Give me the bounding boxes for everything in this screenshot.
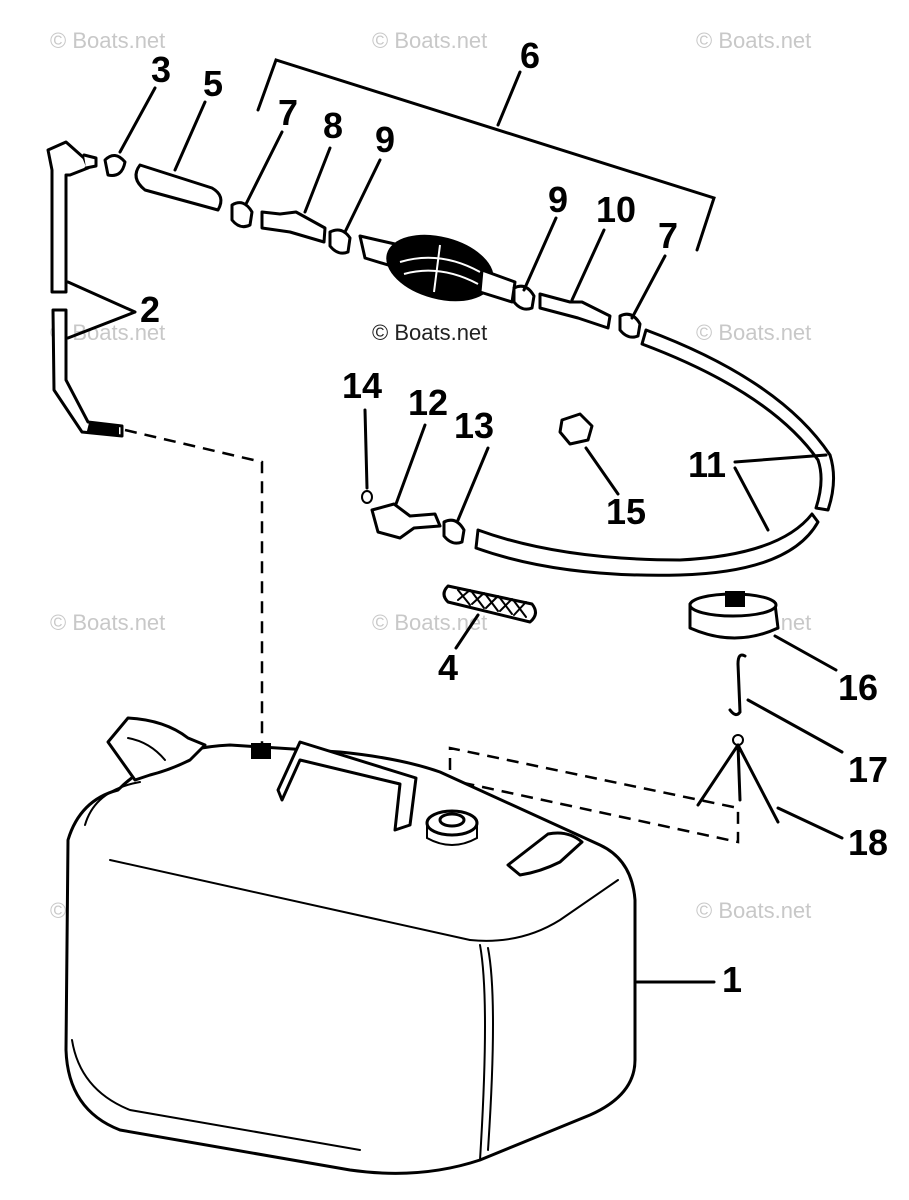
- leader-4: [454, 613, 480, 650]
- leader-10: [570, 228, 606, 302]
- hose-part-5: [134, 163, 223, 212]
- vent-fitting: [251, 743, 271, 759]
- callout-5: 5: [203, 63, 223, 104]
- clamp-part-7b: [618, 312, 642, 339]
- leader-9a: [343, 158, 382, 234]
- callout-4: 4: [438, 647, 458, 688]
- leader-14: [363, 408, 369, 490]
- clamp-part-9b: [512, 284, 536, 311]
- callout-3: 3: [151, 49, 171, 90]
- hose-part-11-lower: [474, 512, 820, 577]
- leader-7b: [630, 254, 667, 320]
- clamp-part-13: [442, 518, 466, 545]
- connector-part-8: [260, 210, 327, 244]
- leader-11: [733, 453, 828, 532]
- leader-13: [456, 446, 490, 522]
- fuel-tank: [64, 716, 637, 1175]
- connector-part-10: [538, 292, 612, 330]
- leader-15: [584, 446, 620, 496]
- callout-2: 2: [140, 289, 160, 330]
- callout-18: 18: [848, 822, 888, 863]
- leader-12: [394, 423, 427, 506]
- hose-part-11-upper: [640, 328, 835, 512]
- leader-18: [776, 806, 844, 840]
- watermark-top-center: © Boats.net: [372, 28, 487, 53]
- watermark-center: © Boats.net: [372, 320, 487, 345]
- callout-16: 16: [838, 667, 878, 708]
- callout-14: 14: [342, 365, 382, 406]
- clip-part-3: [103, 154, 127, 177]
- leader-2: [66, 280, 137, 340]
- watermark-mid-right: © Boats.net: [696, 320, 811, 345]
- callout-17: 17: [848, 749, 888, 790]
- leader-7a: [244, 130, 284, 206]
- callout-7a: 7: [278, 92, 298, 133]
- pickup-tube-dashed-line: [124, 428, 264, 752]
- oring-part-14: [361, 490, 373, 504]
- connector-part-12: [370, 502, 442, 540]
- callout-12: 12: [408, 382, 448, 423]
- leader-9b: [522, 216, 558, 292]
- watermark-bottom-right: © Boats.net: [696, 898, 811, 923]
- clamp-part-7a: [230, 201, 254, 229]
- callout-9b: 9: [548, 179, 568, 220]
- primer-bulb: [358, 234, 517, 304]
- callout-15: 15: [606, 491, 646, 532]
- callout-13: 13: [454, 405, 494, 446]
- leader-17: [746, 698, 844, 754]
- callout-7b: 7: [658, 215, 678, 256]
- leader-3: [118, 86, 157, 154]
- spring-part-18: [696, 734, 780, 824]
- callout-6: 6: [520, 35, 540, 76]
- callout-8: 8: [323, 105, 343, 146]
- assembly-dashed-lines: [124, 428, 740, 844]
- leader-5: [173, 100, 207, 172]
- watermark-top-right: © Boats.net: [696, 28, 811, 53]
- cap-dashed-line: [448, 746, 740, 844]
- watermark-lower-center: © Boats.net: [372, 610, 487, 635]
- pickup-tube: [46, 140, 124, 438]
- watermark-top-left: © Boats.net: [50, 28, 165, 53]
- callout-9a: 9: [375, 119, 395, 160]
- nut-part-15: [558, 412, 594, 446]
- callout-11: 11: [688, 444, 726, 485]
- callout-10: 10: [596, 189, 636, 230]
- clamp-part-9a: [328, 228, 352, 255]
- leader-16: [773, 634, 838, 672]
- watermark-lower-left: © Boats.net: [50, 610, 165, 635]
- primer-assembly-bracket: [256, 58, 716, 252]
- hook-part-17: [728, 653, 747, 717]
- filter-part-4: [442, 584, 537, 624]
- leader-8: [303, 146, 332, 214]
- cap-part-16: [688, 591, 780, 640]
- callout-1: 1: [722, 959, 742, 1000]
